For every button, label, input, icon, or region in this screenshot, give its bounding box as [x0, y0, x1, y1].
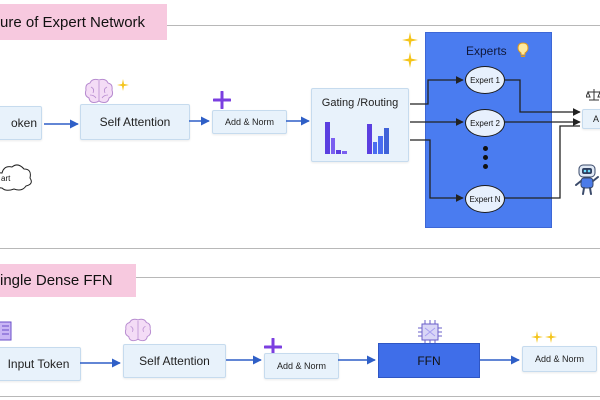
gating-bar-chart-icon [325, 122, 389, 154]
scale-icon [586, 89, 600, 101]
sparkle-icon [402, 32, 418, 48]
moe-add-norm-box: Add & Norm [212, 110, 287, 134]
moe-input-token-box: oken [0, 106, 42, 140]
cloud-label: art [1, 174, 11, 183]
brain-icon [124, 318, 152, 342]
ffn-box: FFN [378, 343, 480, 378]
chip-icon [418, 320, 442, 344]
dense-self-attention-box: Self Attention [123, 344, 226, 378]
lightbulb-icon [517, 42, 529, 57]
plus-icon [264, 338, 282, 356]
dense-add-norm-1-box: Add & Norm [264, 353, 339, 379]
section-divider-middle [0, 248, 600, 249]
robot-icon [575, 164, 599, 195]
brain-icon [84, 78, 114, 103]
moe-self-attention-box: Self Attention [80, 104, 190, 140]
bottom-edge-line [0, 396, 600, 397]
dense-section-title: ingle Dense FFN [0, 264, 136, 297]
plus-icon [213, 91, 231, 109]
cloud-icon [0, 164, 32, 191]
moe-output-box: A [582, 109, 600, 129]
sparkle-icon [117, 79, 129, 91]
sparkle-icon [402, 52, 418, 68]
sparkle-icon [545, 331, 557, 343]
book-icon [0, 321, 12, 341]
dense-add-norm-2-box: Add & Norm [522, 346, 597, 372]
expert-n-node: Expert N [465, 185, 505, 213]
expert-2-node: Expert 2 [465, 109, 505, 137]
experts-panel-title: Experts [466, 44, 507, 58]
expert-1-node: Expert 1 [465, 66, 505, 94]
section-divider-bottom [136, 277, 600, 278]
dense-input-token-box: Input Token [0, 347, 81, 381]
expert-ellipsis [481, 146, 489, 176]
section-divider-top [167, 25, 600, 26]
sparkle-icon [531, 331, 543, 343]
moe-section-title: ure of Expert Network [0, 4, 167, 40]
